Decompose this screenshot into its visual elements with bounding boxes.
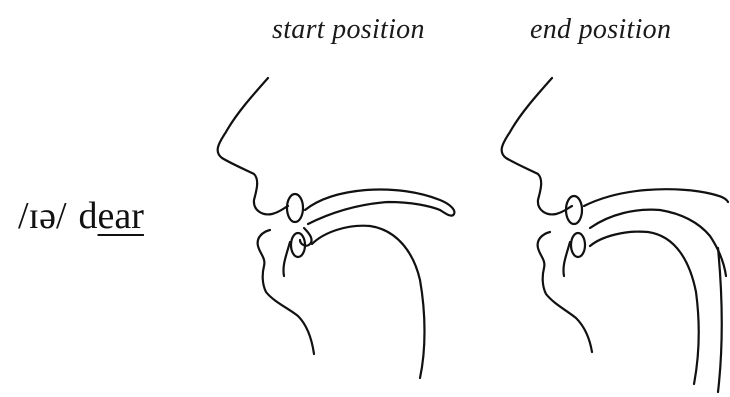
- tongue-upper: [590, 210, 726, 276]
- face-profile-upper: [502, 78, 572, 214]
- tongue-body: [590, 232, 699, 384]
- face-profile-upper: [218, 78, 288, 214]
- upper-teeth: [287, 194, 303, 222]
- tongue-upper: [308, 202, 440, 224]
- tongue-body: [312, 226, 425, 378]
- lower-jaw-inner: [563, 242, 570, 276]
- mouth-diagram-start: [218, 78, 455, 378]
- lower-teeth: [571, 233, 585, 257]
- mouth-diagram-end: [502, 78, 728, 392]
- lower-jaw-inner: [283, 242, 290, 276]
- throat-back: [718, 248, 722, 392]
- upper-teeth: [566, 196, 582, 224]
- palate-roof: [584, 189, 728, 206]
